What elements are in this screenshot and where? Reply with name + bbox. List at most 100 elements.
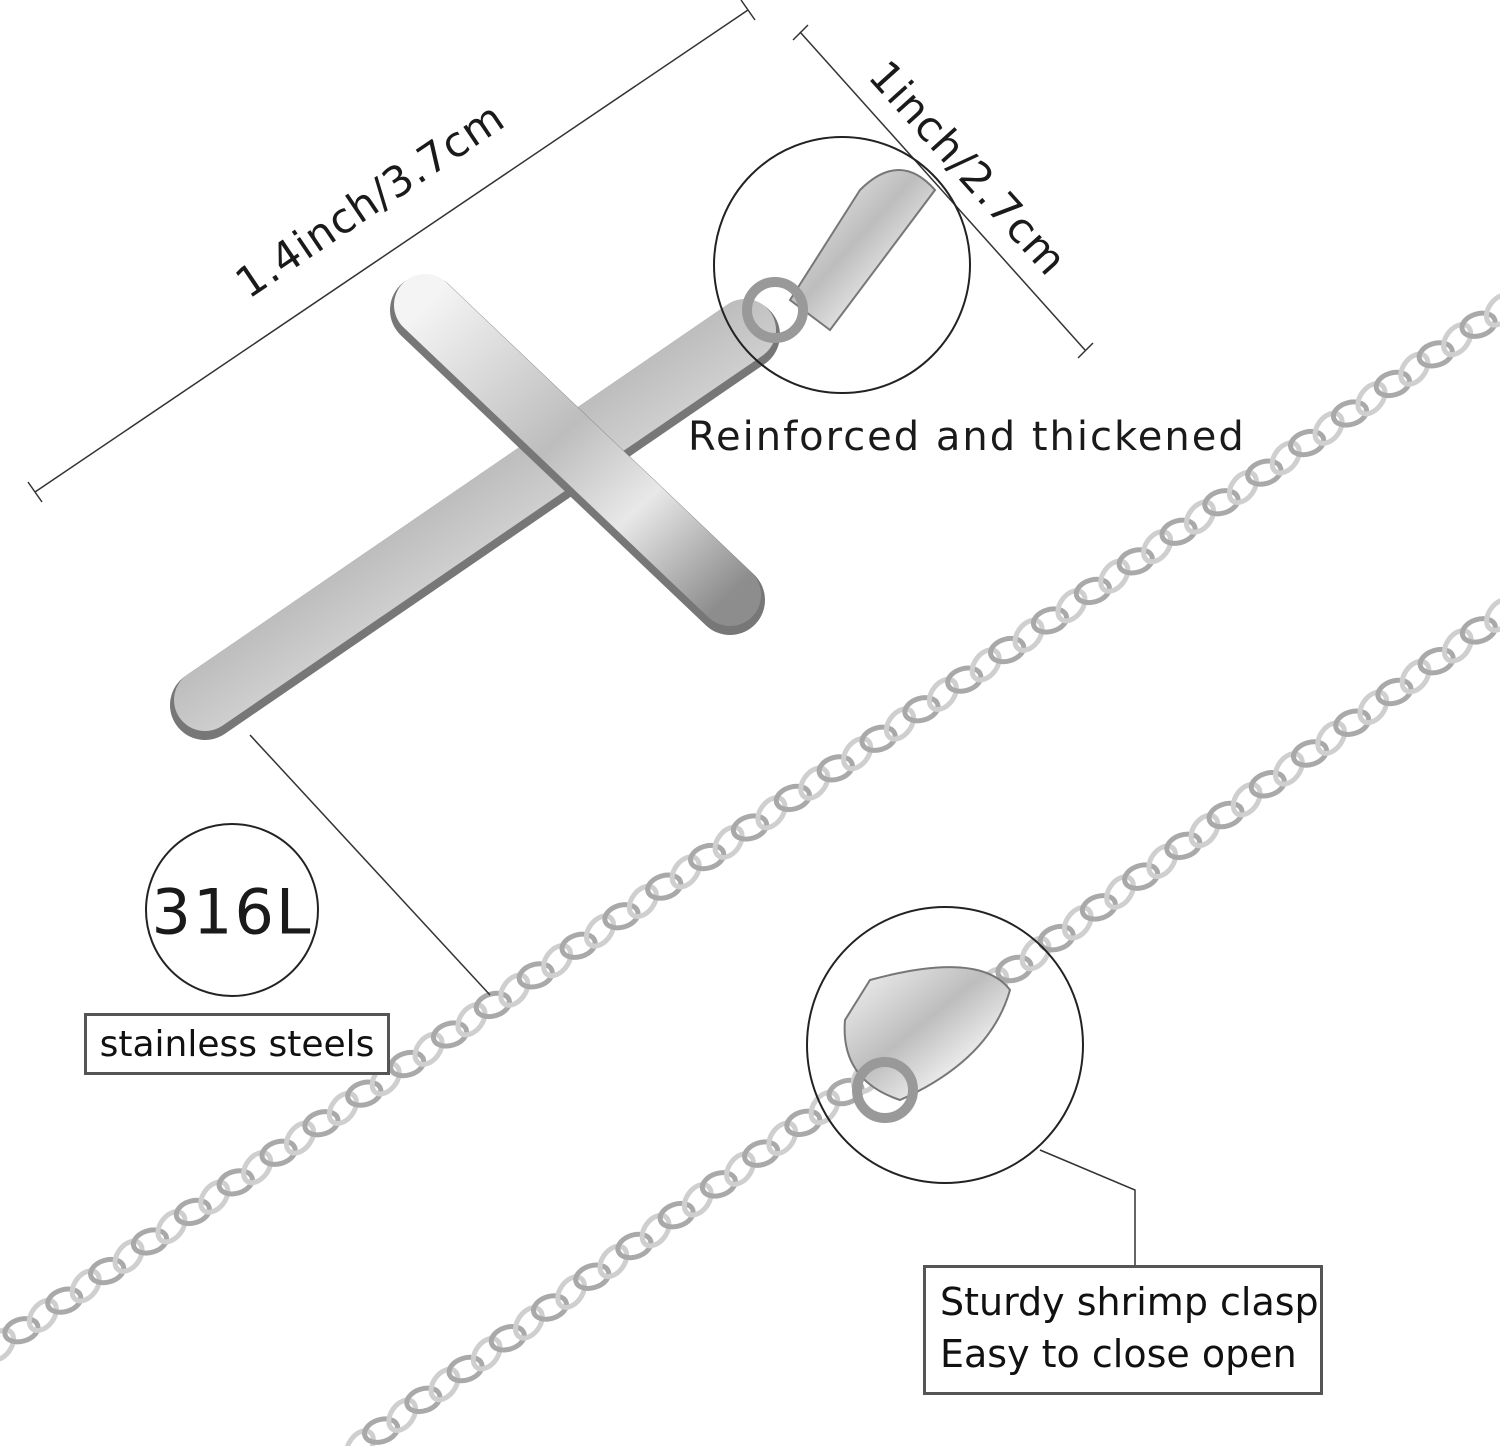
- chain-link: [388, 1049, 427, 1079]
- chain-link: [1226, 469, 1259, 505]
- chain-link: [597, 1243, 630, 1280]
- chain-link: [302, 1109, 341, 1138]
- chain-link: [488, 1324, 527, 1353]
- chain-link: [699, 1170, 738, 1199]
- chain-link: [326, 1090, 359, 1126]
- bail-callout: Reinforced and thickened: [688, 414, 1246, 460]
- chain-link: [1019, 935, 1052, 972]
- chain-link: [1459, 616, 1498, 645]
- chain-link: [386, 1397, 419, 1433]
- chain-link: [1333, 708, 1372, 737]
- chain-link: [1141, 529, 1174, 565]
- chain-link: [0, 1327, 17, 1363]
- chain-link: [1357, 689, 1390, 726]
- chain-link: [730, 813, 770, 842]
- chain-link: [626, 883, 659, 919]
- chain-link: [1245, 458, 1284, 487]
- chain-link: [995, 954, 1034, 984]
- chain-link: [1315, 720, 1347, 756]
- chain-link: [516, 961, 555, 990]
- chain-link: [859, 724, 898, 753]
- chain-link: [1146, 843, 1179, 879]
- chain-link: [688, 842, 727, 872]
- chain-link: [669, 854, 702, 890]
- chain-link: [559, 931, 598, 960]
- chain-link: [1484, 597, 1500, 633]
- dimension-line-length: [27, 0, 756, 503]
- chain-link: [1288, 428, 1327, 458]
- chain-link: [541, 943, 574, 979]
- chain-link: [45, 1286, 84, 1315]
- chain-link: [755, 795, 788, 831]
- chain-link: [198, 1179, 231, 1215]
- chain: [0, 292, 1500, 1446]
- chain-link: [88, 1256, 127, 1286]
- chain-link: [724, 1151, 756, 1187]
- chain-link: [1037, 923, 1076, 953]
- chain-link: [988, 635, 1027, 665]
- chain-link: [1373, 369, 1412, 399]
- chain-link: [1312, 410, 1345, 446]
- chain-link: [742, 1139, 781, 1168]
- bail: [742, 169, 937, 343]
- chain-link: [1188, 812, 1221, 849]
- chain-link: [808, 1089, 841, 1126]
- material-leader-line: [249, 734, 491, 996]
- chain-link: [645, 872, 684, 901]
- chain-link: [816, 754, 855, 783]
- chain-link: [26, 1297, 59, 1333]
- chain-link: [1399, 658, 1432, 695]
- chain-link: [583, 913, 617, 949]
- chain-link: [498, 972, 531, 1008]
- chain-link: [1098, 558, 1131, 594]
- chain-link: [362, 1416, 401, 1445]
- chain-link: [283, 1120, 317, 1156]
- chain-link: [112, 1238, 145, 1274]
- chain-link: [1202, 488, 1241, 517]
- chain-link: [1230, 781, 1263, 818]
- chain-link: [926, 676, 959, 712]
- chain-link: [1159, 517, 1198, 546]
- chain-link: [173, 1197, 212, 1227]
- chain-link: [1122, 862, 1161, 891]
- chain-link: [1104, 874, 1136, 910]
- shrimp-clasp: [843, 966, 1012, 1123]
- chain-link: [430, 1020, 470, 1049]
- chain-link: [969, 647, 1002, 683]
- chain-link: [1079, 893, 1118, 922]
- chain-link: [841, 736, 874, 772]
- chain-link: [1398, 351, 1431, 387]
- chain-link: [1206, 800, 1245, 830]
- chain-link: [883, 706, 917, 742]
- chain-link: [602, 902, 641, 931]
- chain-link: [2, 1316, 41, 1345]
- chain-link: [1290, 739, 1330, 768]
- chain-link: [259, 1138, 298, 1167]
- chain-link: [712, 824, 745, 860]
- chain-link: [1273, 751, 1305, 787]
- chain-link: [798, 765, 831, 801]
- chain-link: [639, 1212, 672, 1249]
- chain-link: [455, 1002, 488, 1038]
- chain-link: [1417, 646, 1456, 676]
- chain-link: [1073, 576, 1112, 606]
- chain-link: [513, 1305, 545, 1341]
- chain-link: [766, 1120, 799, 1156]
- chain-link: [1164, 831, 1203, 861]
- chain-link: [681, 1182, 714, 1218]
- chain-link: [344, 1428, 376, 1446]
- chain-link: [155, 1209, 188, 1245]
- chain-link: [1183, 499, 1217, 535]
- chain-link: [1330, 399, 1370, 428]
- chain-link: [1055, 588, 1088, 624]
- chain-link: [1116, 547, 1155, 576]
- chain-link: [1248, 770, 1287, 799]
- chain-link: [773, 783, 812, 813]
- chain-link: [902, 695, 941, 724]
- chain-link: [573, 1262, 612, 1291]
- chain-link: [1355, 381, 1388, 417]
- material-label-box: stainless steels: [84, 1013, 390, 1075]
- chain-link: [345, 1079, 384, 1108]
